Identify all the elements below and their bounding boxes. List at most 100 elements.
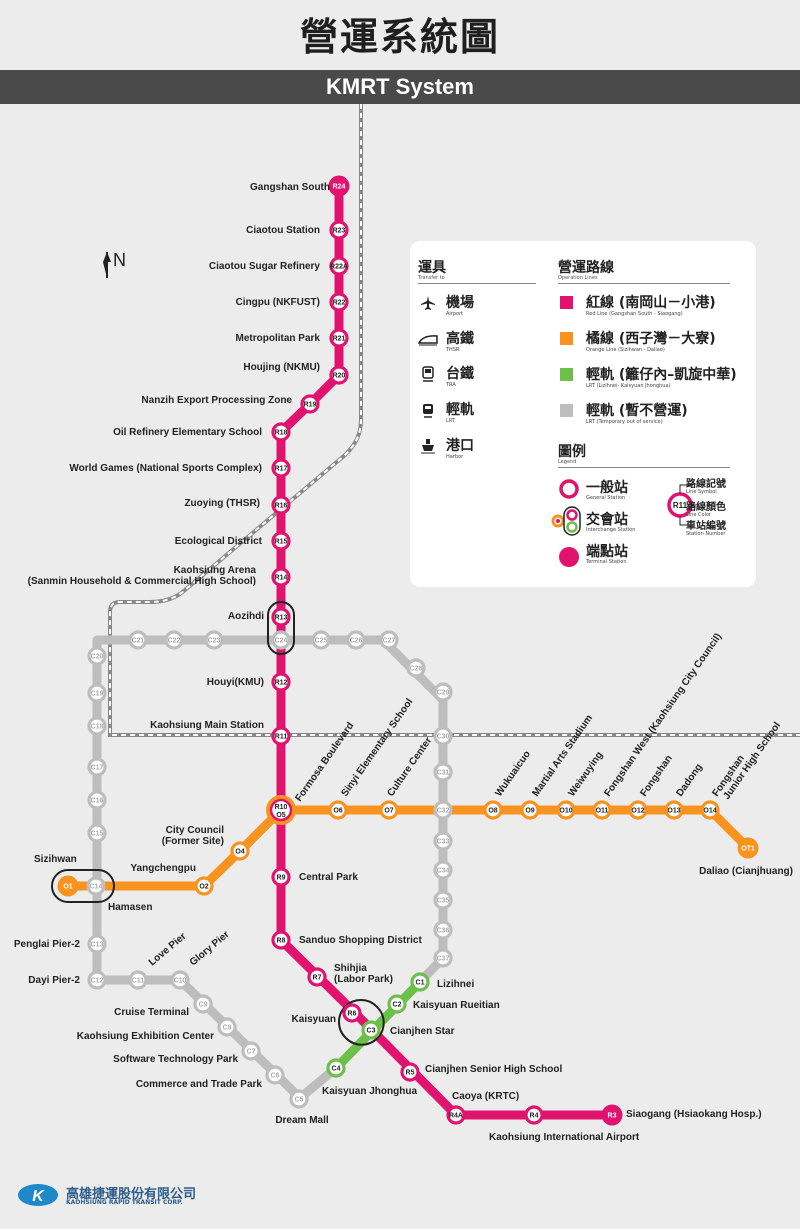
legend-gray-zh: 輕軌 (暫不營運)	[586, 403, 688, 419]
station-c32[interactable]: C32	[433, 800, 453, 820]
svg-text:R18: R18	[275, 430, 288, 437]
station-r8[interactable]: R8	[271, 930, 291, 950]
station-c15[interactable]: C15	[87, 823, 107, 843]
station-c8[interactable]: C8	[217, 1017, 237, 1037]
station-r21[interactable]: R21	[329, 328, 349, 348]
station-r22[interactable]: R22	[329, 292, 349, 312]
station-c10[interactable]: C10	[170, 970, 190, 990]
legend-harbor-en: Harbor	[446, 454, 464, 460]
station-c31[interactable]: C31	[433, 762, 453, 782]
station-r3[interactable]: R3	[601, 1104, 623, 1126]
station-o13[interactable]: O13	[664, 800, 684, 820]
station-c30[interactable]: C30	[433, 726, 453, 746]
station-c13[interactable]: C13	[87, 934, 107, 954]
station-c36[interactable]: C36	[433, 920, 453, 940]
station-o8[interactable]: O8	[483, 800, 503, 820]
station-c20[interactable]: C20	[87, 646, 107, 666]
station-o4[interactable]: O4	[230, 841, 250, 861]
station-o11[interactable]: O11	[592, 800, 612, 820]
station-c16[interactable]: C16	[87, 790, 107, 810]
station-o2[interactable]: O2	[194, 876, 214, 896]
legend-lrt-zh: 輕軌	[446, 402, 474, 418]
station-label-r6: Kaisyuan	[292, 1014, 336, 1025]
station-c22[interactable]: C22	[164, 630, 184, 650]
station-c26[interactable]: C26	[346, 630, 366, 650]
station-r23[interactable]: R23	[329, 220, 349, 240]
station-r16[interactable]: R16	[271, 495, 291, 515]
station-r22a[interactable]: R22A	[329, 256, 349, 276]
station-c14[interactable]: C14	[86, 876, 106, 896]
station-r6[interactable]: R6	[342, 1003, 362, 1023]
legend-orange-en: Orange Line (Sizihwan - Daliao)	[586, 347, 665, 353]
station-r5[interactable]: R5	[400, 1062, 420, 1082]
station-r20[interactable]: R20	[329, 365, 349, 385]
station-o1[interactable]: O1	[57, 875, 79, 897]
subtitle: KMRT System	[326, 74, 474, 99]
svg-text:C14: C14	[90, 884, 103, 891]
svg-text:R13: R13	[275, 615, 288, 622]
station-o10[interactable]: O10	[556, 800, 576, 820]
station-r19[interactable]: R19	[300, 394, 320, 414]
station-c29[interactable]: C29	[433, 682, 453, 702]
station-r9[interactable]: R9	[271, 867, 291, 887]
station-label-c7: Software Technology Park	[113, 1054, 238, 1065]
station-o12[interactable]: O12	[628, 800, 648, 820]
legend-interchange-en: Interchange Station	[586, 527, 636, 533]
harbor-icon	[421, 439, 435, 454]
station-c37[interactable]: C37	[433, 948, 453, 968]
station-c1[interactable]: C1	[410, 972, 430, 992]
station-c35[interactable]: C35	[433, 890, 453, 910]
legend-symbols-title: 圖例	[558, 444, 586, 460]
legend-key-color-en: Line Color	[686, 512, 712, 518]
legend-symbols-graphic: R11	[551, 479, 696, 567]
station-label-c8: Kaohsiung Exhibition Center	[77, 1031, 214, 1042]
station-c6[interactable]: C6	[265, 1065, 285, 1085]
station-c21[interactable]: C21	[128, 630, 148, 650]
station-c34[interactable]: C34	[433, 860, 453, 880]
station-r13[interactable]: R13	[271, 607, 291, 627]
station-c2[interactable]: C2	[387, 994, 407, 1014]
station-r11[interactable]: R11	[271, 726, 291, 746]
station-c28[interactable]: C28	[406, 658, 426, 678]
company-name-en: KAOHSIUNG RAPID TRANSIT CORP.	[66, 1199, 183, 1206]
station-c25[interactable]: C25	[311, 630, 331, 650]
station-label-r9: Central Park	[299, 872, 358, 883]
station-c18[interactable]: C18	[87, 716, 107, 736]
station-o7[interactable]: O7	[379, 800, 399, 820]
legend-divider	[558, 283, 730, 284]
station-r15[interactable]: R15	[271, 531, 291, 551]
station-label-r14-sub: (Sanmin Household & Commercial High Scho…	[28, 576, 256, 587]
station-r24[interactable]: R24	[328, 175, 350, 197]
station-o9[interactable]: O9	[520, 800, 540, 820]
station-r14[interactable]: R14	[271, 567, 291, 587]
station-c11[interactable]: C11	[128, 970, 148, 990]
station-c5[interactable]: C5	[289, 1089, 309, 1109]
station-o14[interactable]: O14	[700, 800, 720, 820]
svg-text:C16: C16	[91, 798, 104, 805]
station-r17[interactable]: R17	[271, 458, 291, 478]
station-c4[interactable]: C4	[326, 1058, 346, 1078]
station-c23[interactable]: C23	[204, 630, 224, 650]
station-r4a[interactable]: R4A	[446, 1105, 466, 1125]
svg-text:C24: C24	[275, 638, 288, 645]
station-r18[interactable]: R18	[271, 422, 291, 442]
station-c9[interactable]: C9	[193, 994, 213, 1014]
station-r4[interactable]: R4	[524, 1105, 544, 1125]
station-r12[interactable]: R12	[271, 672, 291, 692]
station-ot1[interactable]: OT1	[737, 837, 759, 859]
station-c19[interactable]: C19	[87, 683, 107, 703]
station-c27[interactable]: C27	[379, 630, 399, 650]
station-o6[interactable]: O6	[328, 800, 348, 820]
station-c17[interactable]: C17	[87, 757, 107, 777]
station-c33[interactable]: C33	[433, 831, 453, 851]
station-c7[interactable]: C7	[241, 1041, 261, 1061]
page-title: 營運系統圖	[299, 15, 500, 59]
legend-panel: 運具 Transfer to 營運路線 Operation Lines 機場 A…	[410, 241, 756, 587]
station-c12[interactable]: C12	[87, 970, 107, 990]
station-r7[interactable]: R7	[307, 967, 327, 987]
station-c24[interactable]: C24	[271, 630, 291, 650]
station-c3[interactable]: C3	[361, 1020, 381, 1040]
